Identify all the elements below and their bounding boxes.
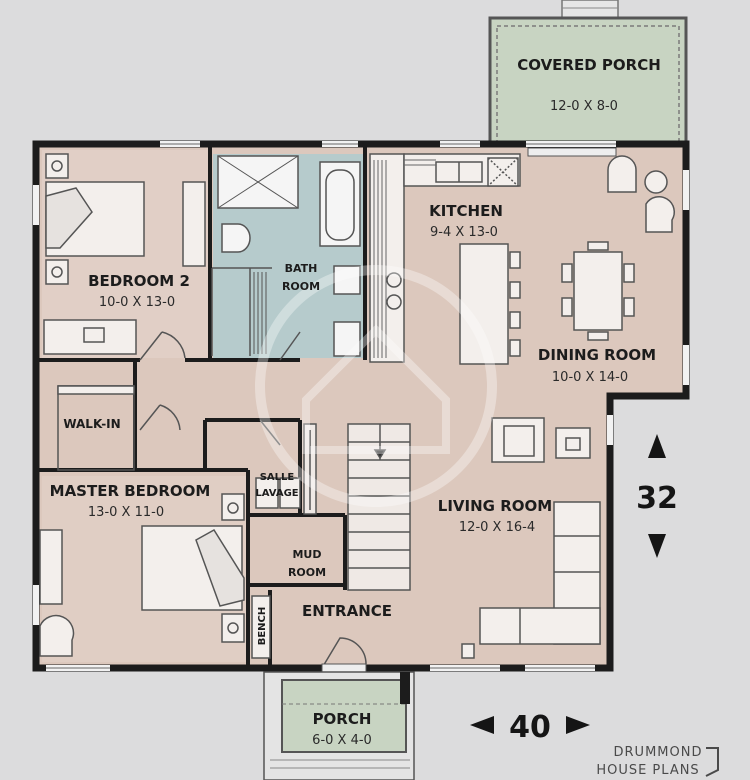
exterior-wall	[32, 140, 690, 672]
mud-label-2: ROOM	[288, 566, 326, 579]
kitchen-size: 9-4 X 13-0	[430, 225, 498, 240]
brand-line-1: DRUMMOND	[614, 745, 703, 760]
bedroom2-label: BEDROOM 2	[88, 272, 190, 290]
dining-label: DINING ROOM	[538, 346, 656, 364]
salle-label-2: LAVAGE	[255, 488, 298, 499]
bedroom2-furniture	[43, 153, 206, 355]
bench-label: BENCH	[257, 607, 268, 646]
width-dimension: 40	[509, 710, 551, 745]
watermark	[255, 265, 497, 507]
covered-porch-area	[488, 16, 688, 154]
brand-line-2: HOUSE PLANS	[596, 763, 699, 778]
mud-label-1: MUD	[292, 548, 321, 561]
porch-label: PORCH	[313, 710, 372, 728]
dining-size: 10-0 X 14-0	[552, 370, 628, 385]
bedroom2-size: 10-0 X 13-0	[99, 295, 175, 310]
living-label: LIVING ROOM	[438, 497, 552, 515]
living-size: 12-0 X 16-4	[459, 520, 535, 535]
salle-label-1: SALLE	[260, 472, 295, 483]
bathroom-fixtures	[217, 155, 361, 357]
depth-dimension: 32	[636, 481, 678, 516]
walkin-label: WALK-IN	[63, 417, 120, 431]
master-label: MASTER BEDROOM	[50, 482, 211, 500]
arrow-down-icon	[648, 534, 666, 558]
porch-steps	[561, 0, 619, 19]
kitchen-counters	[369, 153, 521, 365]
master-furniture	[39, 493, 245, 657]
covered-porch-size: 12-0 X 8-0	[550, 99, 618, 114]
porch-size: 6-0 X 4-0	[312, 733, 372, 748]
kitchen-label: KITCHEN	[429, 202, 503, 220]
master-size: 13-0 X 11-0	[88, 505, 164, 520]
brand-logo-icon	[705, 747, 719, 777]
dining-furniture	[561, 155, 675, 341]
bath-label-2: ROOM	[282, 280, 320, 293]
covered-porch-label: COVERED PORCH	[517, 56, 661, 74]
entrance-label: ENTRANCE	[302, 602, 392, 620]
stairs	[303, 423, 411, 591]
arrow-left-icon	[470, 716, 494, 734]
arrow-up-icon	[648, 434, 666, 458]
walkin-shelves	[57, 385, 135, 471]
bath-label-1: BATH	[285, 262, 318, 275]
arrow-right-icon	[566, 716, 590, 734]
living-furniture	[461, 417, 601, 659]
